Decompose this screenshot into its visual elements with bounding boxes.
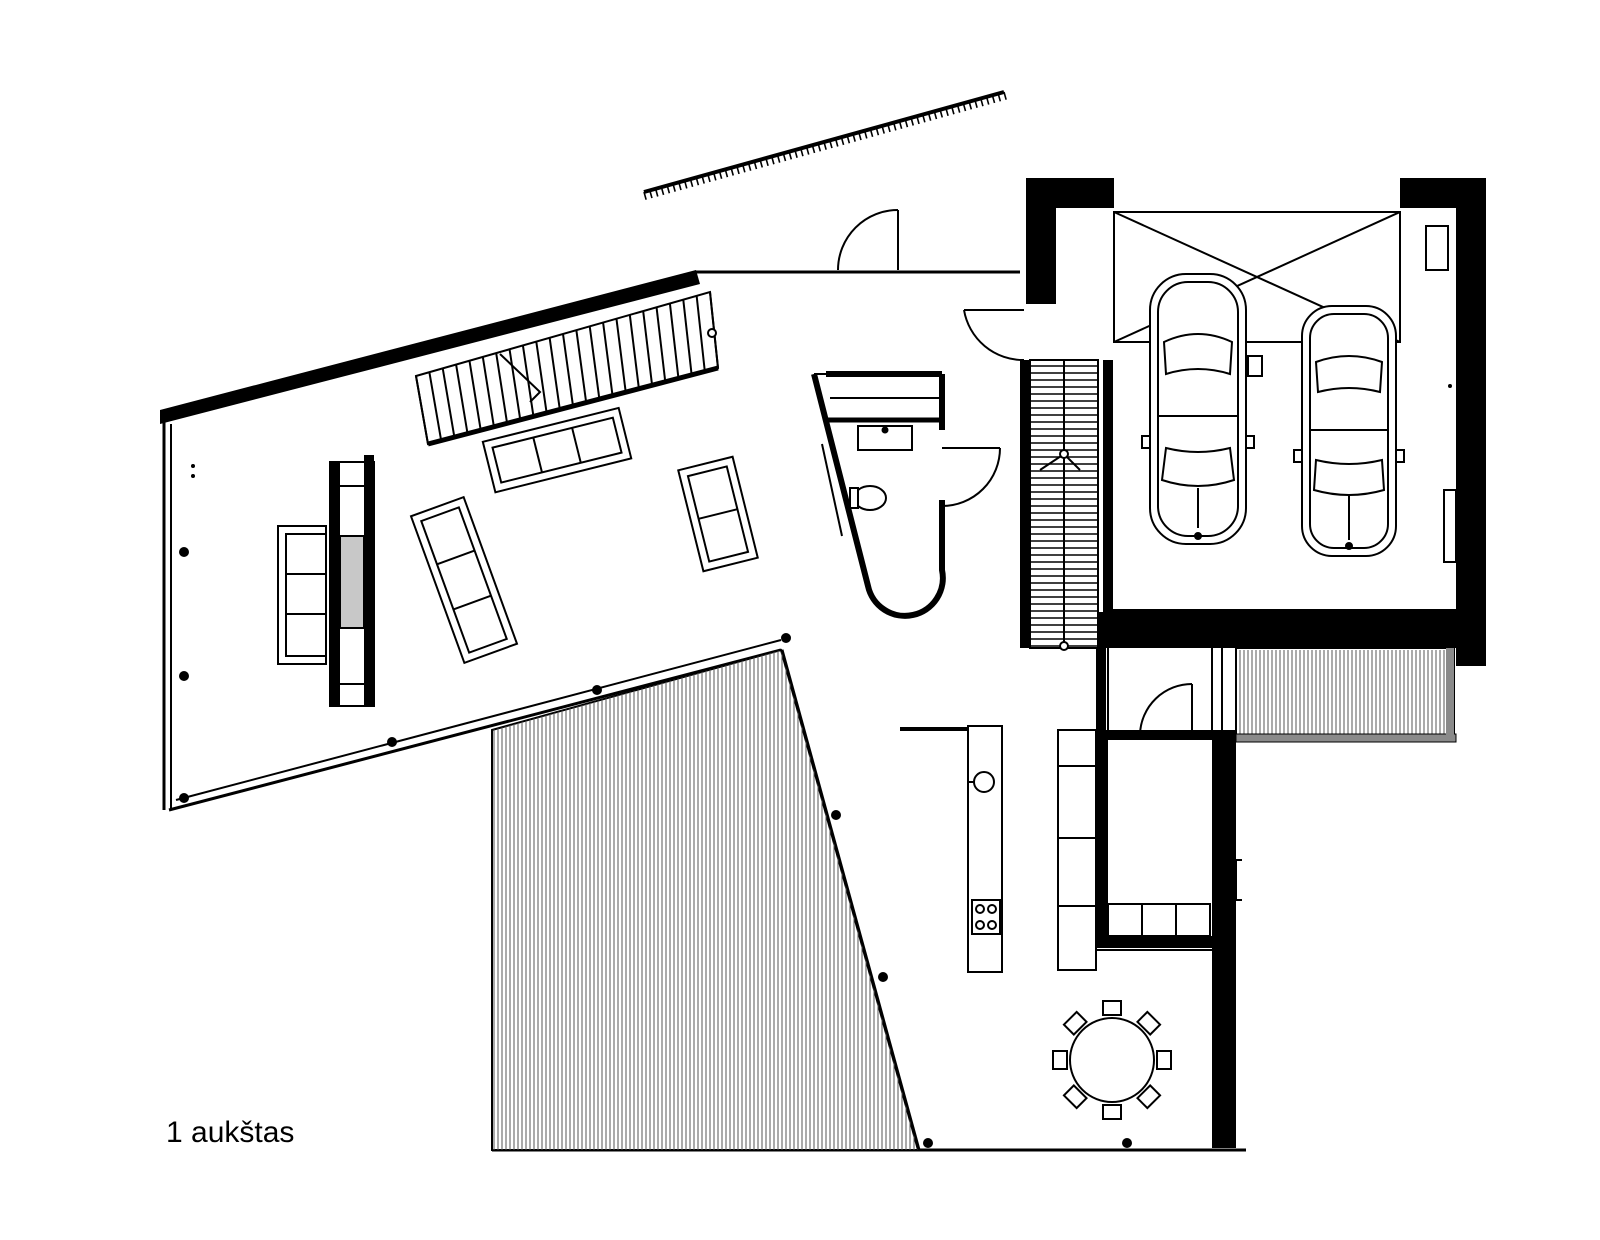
center-sofa bbox=[409, 495, 519, 665]
columns bbox=[179, 464, 1132, 1148]
living-north-wall bbox=[160, 270, 700, 424]
fireplace-wall bbox=[329, 455, 375, 707]
living-south-glazing bbox=[168, 648, 782, 812]
west-sofa bbox=[277, 525, 327, 665]
kitchen bbox=[900, 648, 1242, 1148]
wc-block bbox=[811, 371, 1001, 619]
dining-table bbox=[1052, 1000, 1172, 1120]
car-right bbox=[1293, 305, 1405, 557]
floor-caption: 1 aukštas bbox=[166, 1116, 295, 1149]
north-sofa bbox=[481, 406, 633, 494]
canopy bbox=[1235, 647, 1457, 743]
fence bbox=[643, 90, 1007, 200]
furniture bbox=[277, 406, 759, 665]
secondary-stair bbox=[1020, 359, 1099, 651]
east-armchairs bbox=[677, 455, 759, 573]
terrace bbox=[491, 648, 920, 1151]
main-stair bbox=[414, 290, 720, 447]
doors bbox=[837, 209, 1193, 735]
car-left bbox=[1141, 273, 1255, 545]
garage bbox=[1026, 178, 1486, 666]
